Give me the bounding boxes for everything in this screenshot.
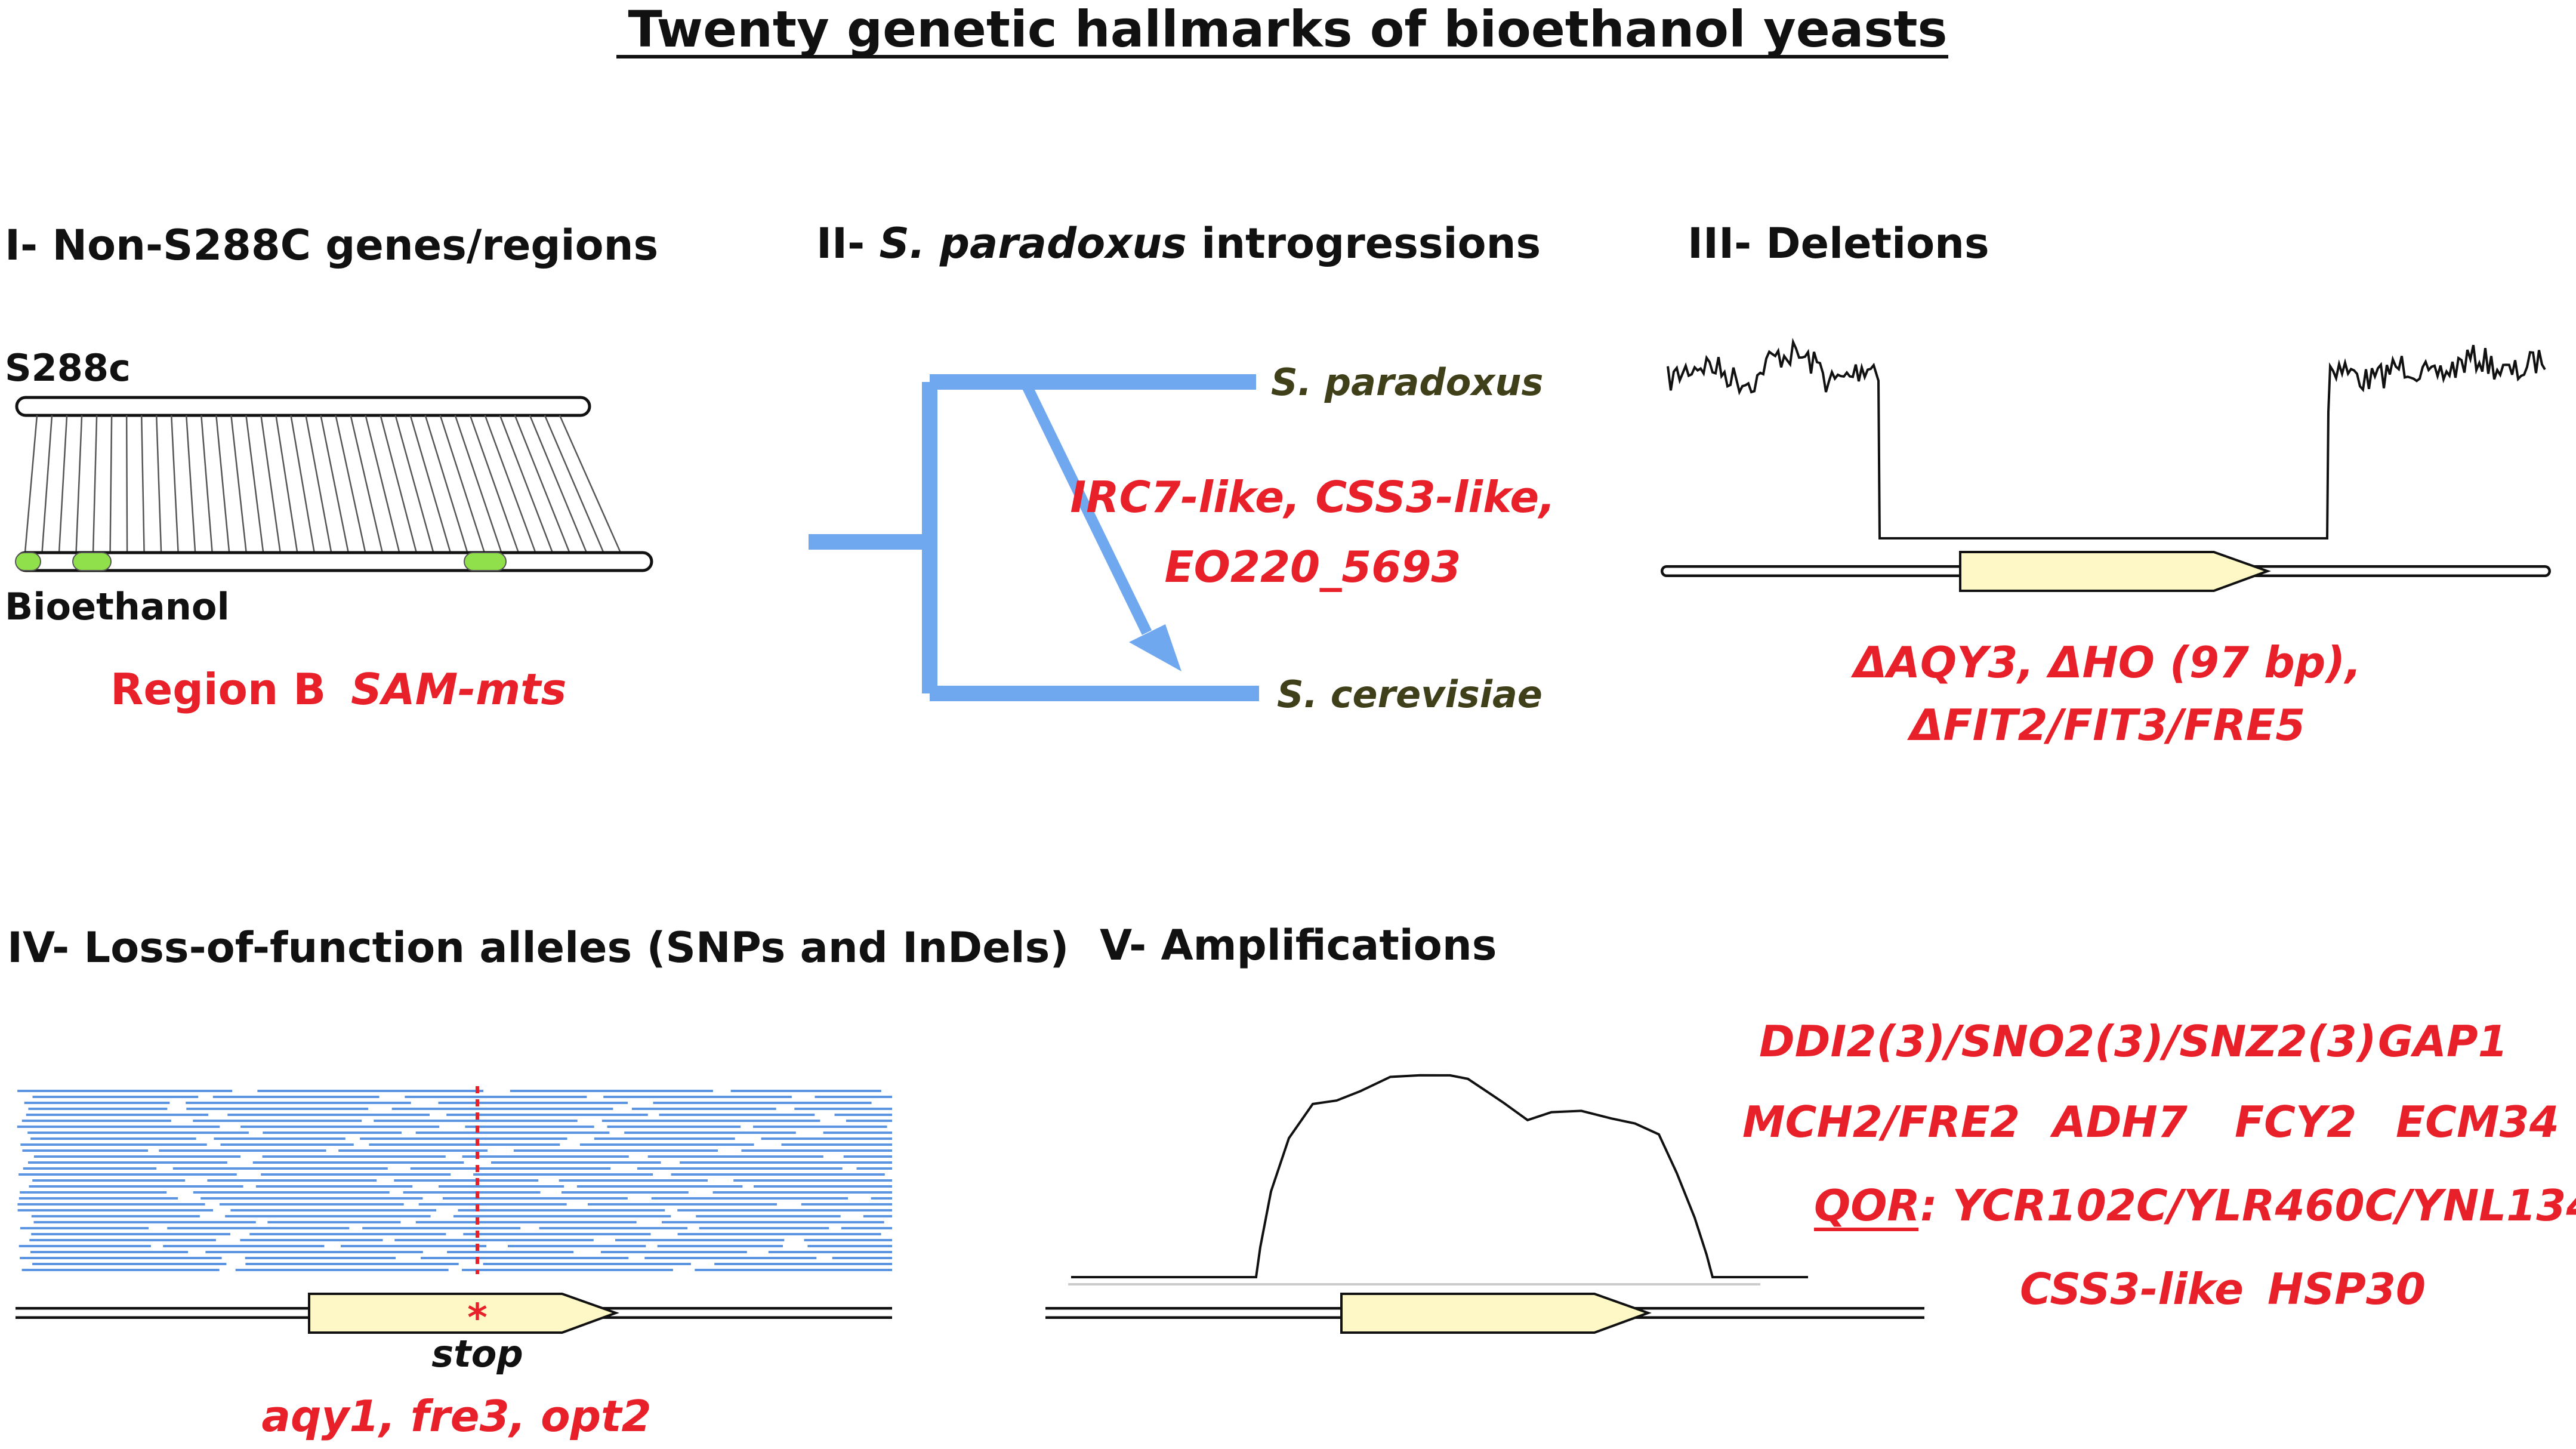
synteny-line (394, 415, 434, 553)
synteny-line (75, 415, 83, 553)
amp-gene-hsp30: HSP30 (2268, 1264, 2426, 1314)
synteny-line (24, 415, 38, 553)
introgression-arrowhead (1129, 624, 1181, 671)
amp-gene-adh7: ADH7 (2050, 1097, 2188, 1147)
panel-4: IV- Loss-of-function alleles (SNPs and I… (7, 923, 1069, 1441)
panel-1-heading: I- Non-S288C genes/regions (5, 221, 658, 270)
synteny-line (335, 415, 366, 553)
panel-2: II- S. paradoxus introgressions S. parad… (809, 219, 1556, 716)
phylogeny-tree (809, 374, 1259, 701)
synteny-line (424, 415, 468, 553)
amp-gene-qor-group: QOR: YCR102C/YLR460C/YNL134C (1814, 1180, 2576, 1231)
introgression-genes-line1: IRC7-like, CSS3-like, (1070, 472, 1555, 522)
amp-gene-ddi2-sno2-snz2: DDI2(3)/SNO2(3)/SNZ2(3) (1759, 1016, 2377, 1066)
amplified-gene-arrow (1340, 1293, 1652, 1334)
panel-2-heading: II- S. paradoxus introgressions (816, 219, 1541, 268)
panel-5-heading: V- Amplifications (1100, 921, 1497, 970)
lof-genes: aqy1, fre3, opt2 (261, 1391, 651, 1441)
synteny-line (41, 415, 53, 553)
bioethanol-chromosome (15, 551, 653, 572)
sam-mts-label: SAM-mts (351, 664, 566, 714)
synteny-line (275, 415, 298, 553)
green-region-3 (464, 552, 507, 571)
panel-3-heading: III- Deletions (1687, 219, 1989, 268)
s-paradoxus-label: S. paradoxus (1271, 360, 1543, 404)
synteny-line (230, 415, 247, 553)
synteny-line (529, 415, 588, 553)
amp-gene-css3-like: CSS3-like (2020, 1264, 2244, 1314)
synteny-line (365, 415, 400, 553)
synteny-line (320, 415, 349, 553)
synteny-line (544, 415, 604, 553)
coverage-trace-amplification (1071, 1074, 1808, 1278)
synteny-line (140, 415, 145, 553)
s288c-label: S288c (5, 346, 131, 390)
synteny-line (305, 415, 332, 553)
bioethanol-label: Bioethanol (5, 585, 230, 628)
synteny-line (409, 415, 452, 553)
lof-gene-arrow (308, 1293, 619, 1334)
synteny-line (200, 415, 213, 553)
synteny-line (58, 415, 68, 553)
synteny-line (350, 415, 384, 553)
coverage-trace-deletion (1667, 337, 2546, 539)
synteny-line (380, 415, 418, 553)
amp-gene-fcy2: FCY2 (2235, 1097, 2356, 1147)
deletion-genes-line1: ΔAQY3, ΔHO (97 bp), (1850, 637, 2361, 687)
synteny-line (484, 415, 536, 553)
synteny-line (92, 415, 98, 553)
synteny-line (109, 415, 113, 553)
stop-label: stop (431, 1332, 523, 1376)
s288c-chromosome (15, 396, 591, 417)
s-cerevisiae-label: S. cerevisiae (1277, 673, 1542, 716)
deleted-gene-arrow (1959, 551, 2271, 592)
panel-4-heading: IV- Loss-of-function alleles (SNPs and I… (7, 923, 1069, 972)
synteny-line (514, 415, 570, 553)
figure-title: Twenty genetic hallmarks of bioethanol y… (628, 0, 1947, 58)
synteny-line (260, 415, 281, 553)
synteny-line (155, 415, 162, 553)
synteny-lines (24, 415, 622, 553)
amp-gene-mch2-fre2: MCH2/FRE2 (1742, 1097, 2020, 1147)
synteny-line (245, 415, 264, 553)
introgression-arrow-shaft (1021, 383, 1152, 635)
synteny-line (559, 415, 622, 553)
amp-gene-gap1: GAP1 (2378, 1016, 2508, 1066)
synteny-line (171, 415, 179, 553)
synteny-line (469, 415, 520, 553)
panel-1: I- Non-S288C genes/regions S288c Bioetha… (5, 221, 658, 714)
synteny-line (215, 415, 230, 553)
region-b-label: Region B (110, 664, 326, 714)
sequencing-reads (17, 1090, 892, 1271)
panel-3: III- Deletions ΔAQY3, ΔHO (97 bp), ΔFIT2… (1661, 219, 2551, 750)
amp-gene-ecm34: ECM34 (2396, 1097, 2559, 1147)
panel-5: V- Amplifications DDI2(3)/SNO2(3)/SNZ2(3… (1045, 921, 2576, 1334)
synteny-line (499, 415, 554, 553)
synteny-line (439, 415, 486, 553)
green-region-1 (15, 552, 41, 571)
synteny-line (454, 415, 502, 553)
green-region-2 (72, 552, 112, 571)
synteny-line (186, 415, 196, 553)
stop-asterisk: * (467, 1296, 487, 1340)
introgression-genes-line2: EO220_5693 (1164, 542, 1461, 592)
deletion-genes-line2: ΔFIT2/FIT3/FRE5 (1907, 700, 2306, 750)
synteny-line (290, 415, 315, 553)
